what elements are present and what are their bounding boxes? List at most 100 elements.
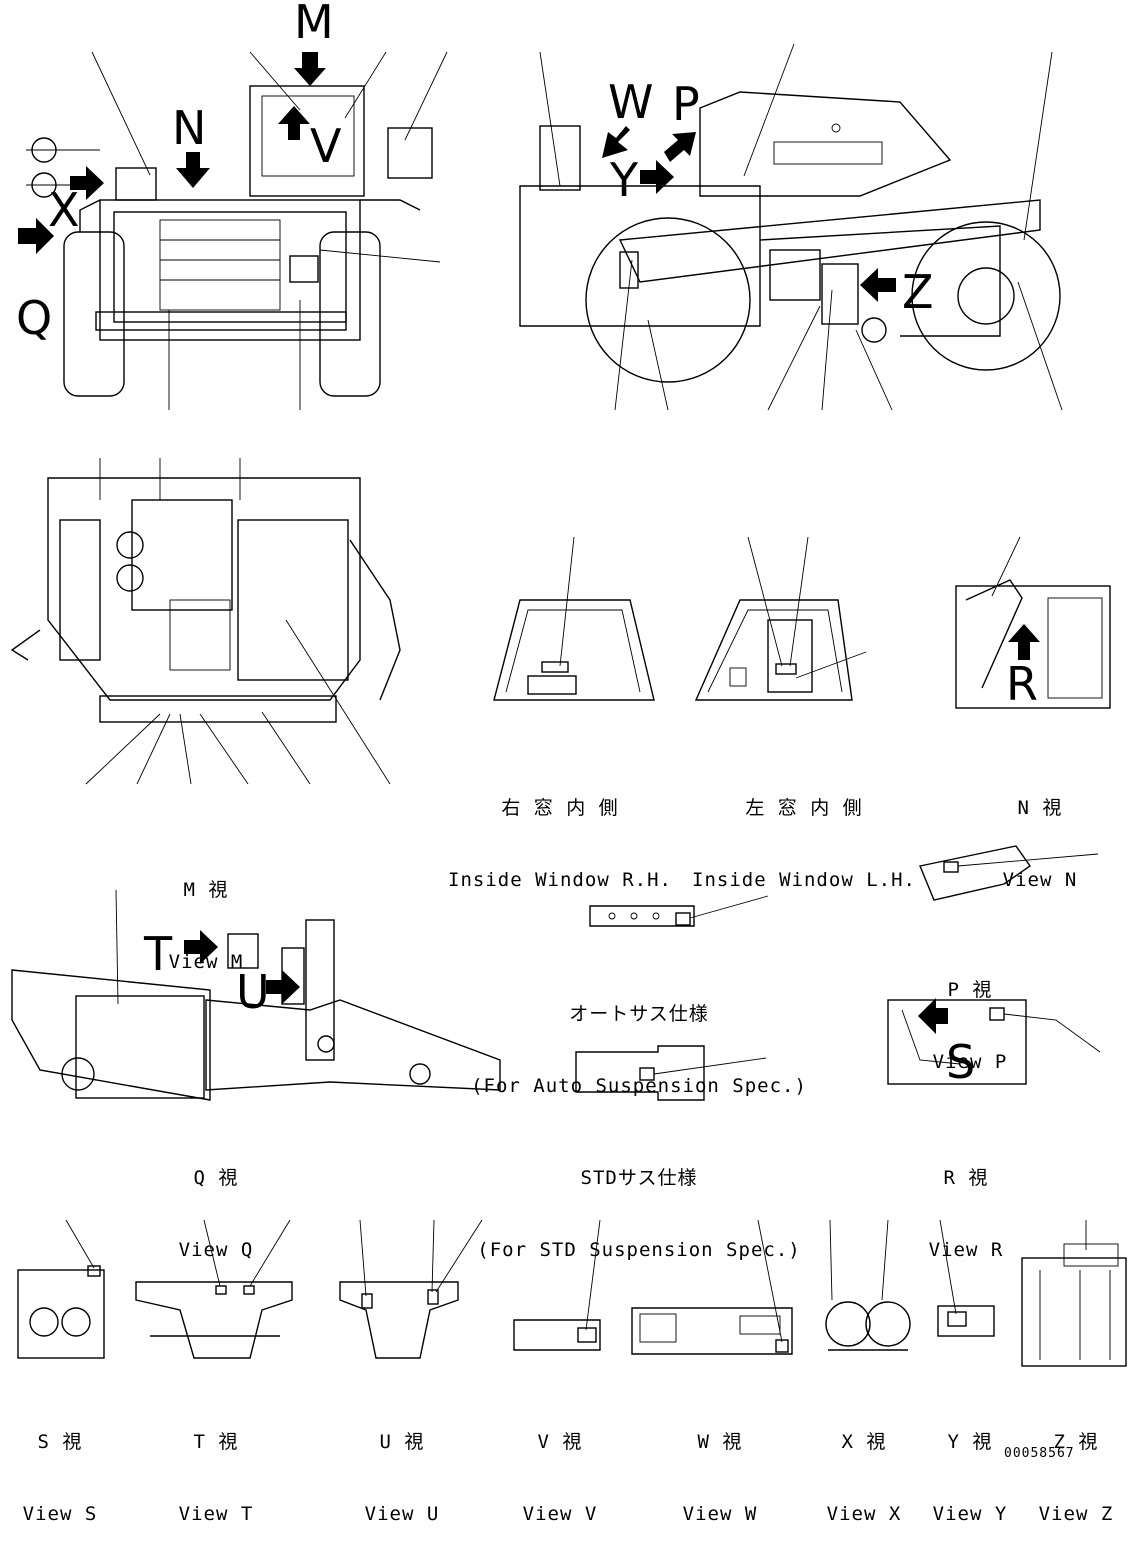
label-view-s-jp: S 視 bbox=[37, 1431, 83, 1453]
label-view-p-jp: P 視 bbox=[947, 979, 993, 1001]
label-view-s: S 視 View S bbox=[0, 1382, 120, 1550]
label-inside-rh: 右 窓 内 側 Inside Window R.H. bbox=[440, 748, 680, 916]
view-r-drawing bbox=[887, 998, 1101, 1085]
side-view-arrows bbox=[602, 126, 896, 302]
label-inside-rh-en: Inside Window R.H. bbox=[448, 869, 672, 891]
letter-z: Z bbox=[902, 265, 934, 319]
arrow-p bbox=[664, 132, 696, 162]
label-view-t-en: View T bbox=[178, 1503, 254, 1525]
label-view-m-en: View M bbox=[168, 951, 244, 973]
letter-y: Y bbox=[609, 153, 639, 207]
document-number: 00058567 bbox=[1004, 1446, 1075, 1461]
label-std-susp-en: (For STD Suspension Spec.) bbox=[477, 1239, 801, 1261]
letter-v: V bbox=[310, 119, 342, 173]
label-view-n-en: View N bbox=[1002, 869, 1078, 891]
label-std-susp-jp: STDサス仕様 bbox=[580, 1167, 698, 1189]
letter-x: X bbox=[48, 183, 80, 237]
label-view-v: V 視 View V bbox=[500, 1382, 620, 1550]
view-y-drawing bbox=[937, 1219, 995, 1337]
label-view-y-jp: Y 視 bbox=[947, 1431, 993, 1453]
auto-susp-drawing bbox=[589, 895, 769, 927]
view-q-drawing bbox=[11, 889, 501, 1101]
label-view-y: Y 視 View Y bbox=[910, 1382, 1030, 1550]
std-susp-drawing bbox=[575, 1045, 767, 1101]
label-view-m-jp: M 視 bbox=[183, 879, 229, 901]
label-inside-lh-en: Inside Window L.H. bbox=[692, 869, 916, 891]
inside-window-lh-drawing bbox=[694, 536, 867, 701]
label-view-s-en: View S bbox=[22, 1503, 98, 1525]
label-view-v-jp: V 視 bbox=[537, 1431, 583, 1453]
label-view-p: P 視 View P bbox=[910, 930, 1030, 1098]
label-view-w-en: View W bbox=[682, 1503, 758, 1525]
label-view-r: R 視 View R bbox=[906, 1118, 1026, 1286]
arrow-t bbox=[184, 930, 218, 964]
arrow-r bbox=[1008, 624, 1040, 660]
front-view bbox=[26, 51, 448, 410]
label-view-u-jp: U 視 bbox=[379, 1431, 425, 1453]
letter-w: W bbox=[608, 75, 653, 129]
view-z-drawing bbox=[1021, 1220, 1127, 1367]
label-view-y-en: View Y bbox=[932, 1503, 1008, 1525]
label-view-n-jp: N 視 bbox=[1017, 797, 1063, 819]
view-s-drawing bbox=[17, 1219, 105, 1359]
label-view-p-en: View P bbox=[932, 1051, 1008, 1073]
arrow-w bbox=[602, 126, 630, 158]
arrow-x bbox=[70, 166, 104, 200]
arrow-q bbox=[18, 218, 54, 254]
label-view-t-jp: T 視 bbox=[193, 1431, 239, 1453]
label-view-q-en: View Q bbox=[178, 1239, 254, 1261]
inside-window-rh-drawing bbox=[493, 536, 655, 701]
view-v-drawing bbox=[513, 1219, 601, 1351]
arrow-s bbox=[918, 998, 948, 1034]
letter-m: M bbox=[294, 0, 334, 49]
letter-u: U bbox=[236, 965, 270, 1019]
view-t-drawing bbox=[135, 1219, 293, 1359]
label-view-q-jp: Q 視 bbox=[193, 1167, 239, 1189]
label-view-r-jp: R 視 bbox=[943, 1167, 989, 1189]
label-auto-susp-en: (For Auto Suspension Spec.) bbox=[471, 1075, 807, 1097]
arrow-y bbox=[640, 160, 674, 194]
label-view-m: M 視 View M bbox=[146, 830, 266, 998]
label-view-q: Q 視 View Q bbox=[156, 1118, 276, 1286]
letter-p: P bbox=[672, 77, 700, 131]
side-view bbox=[519, 43, 1063, 411]
arrow-n bbox=[176, 152, 210, 188]
label-view-x-jp: X 視 bbox=[841, 1431, 887, 1453]
label-view-v-en: View V bbox=[522, 1503, 598, 1525]
label-inside-rh-jp: 右 窓 内 側 bbox=[501, 797, 619, 819]
label-std-susp: STDサス仕様 (For STD Suspension Spec.) bbox=[464, 1118, 814, 1286]
label-inside-lh-jp: 左 窓 内 側 bbox=[745, 797, 863, 819]
label-view-z-en: View Z bbox=[1038, 1503, 1114, 1525]
letter-q: Q bbox=[16, 291, 52, 345]
arrow-v bbox=[278, 106, 310, 140]
label-view-z: Z 視 View Z bbox=[1016, 1382, 1136, 1550]
view-n-drawing bbox=[955, 536, 1111, 709]
front-view-arrows bbox=[18, 52, 326, 254]
letter-t: T bbox=[143, 927, 173, 981]
view-w-drawing bbox=[631, 1219, 793, 1355]
view-p-drawing bbox=[919, 845, 1099, 901]
view-x-drawing bbox=[825, 1219, 911, 1351]
letter-s: S bbox=[946, 1035, 975, 1089]
letter-r: R bbox=[1006, 657, 1038, 711]
label-view-w-jp: W 視 bbox=[697, 1431, 743, 1453]
label-auto-susp-jp: オートサス仕様 bbox=[569, 1003, 709, 1025]
label-inside-lh: 左 窓 内 側 Inside Window L.H. bbox=[684, 748, 924, 916]
label-view-n: N 視 View N bbox=[980, 748, 1100, 916]
label-view-u: U 視 View U bbox=[342, 1382, 462, 1550]
label-view-z-jp: Z 視 bbox=[1053, 1431, 1099, 1453]
arrow-z bbox=[860, 268, 896, 302]
label-auto-susp: オートサス仕様 (For Auto Suspension Spec.) bbox=[464, 954, 814, 1122]
arrow-m bbox=[294, 52, 326, 86]
label-view-x: X 視 View X bbox=[804, 1382, 924, 1550]
label-view-x-en: View X bbox=[826, 1503, 902, 1525]
parts-diagram: M N V X Q W P Y Z T U R S bbox=[10, 0, 1127, 1367]
label-view-w: W 視 View W bbox=[660, 1382, 780, 1550]
letter-n: N bbox=[172, 101, 206, 155]
label-view-r-en: View R bbox=[928, 1239, 1004, 1261]
label-view-t: T 視 View T bbox=[156, 1382, 276, 1550]
view-u-drawing bbox=[339, 1219, 483, 1359]
arrow-u bbox=[266, 970, 300, 1004]
label-view-u-en: View U bbox=[364, 1503, 440, 1525]
view-m-drawing bbox=[10, 458, 401, 785]
